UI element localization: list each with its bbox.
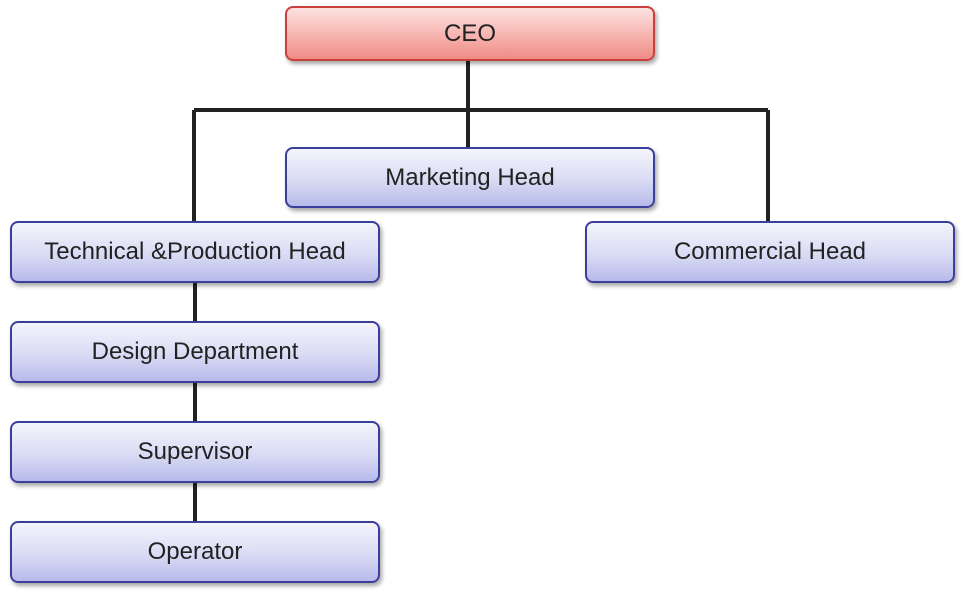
node-operator-label: Operator [147,538,243,565]
node-commercial-head: Commercial Head [585,221,955,283]
node-ceo-label: CEO [443,19,496,47]
node-design-department-label: Design Department [91,338,299,365]
node-technical-production-head: Technical &Production Head [10,221,380,283]
node-marketing-head: Marketing Head [285,147,655,208]
node-design-department: Design Department [10,321,380,383]
node-ceo: CEO [285,6,655,61]
node-operator: Operator [10,521,380,583]
node-supervisor-label: Supervisor [137,438,253,465]
node-commercial-head-label: Commercial Head [673,238,867,265]
node-marketing-head-label: Marketing Head [385,163,555,191]
node-supervisor: Supervisor [10,421,380,483]
node-technical-production-head-label: Technical &Production Head [44,238,346,265]
